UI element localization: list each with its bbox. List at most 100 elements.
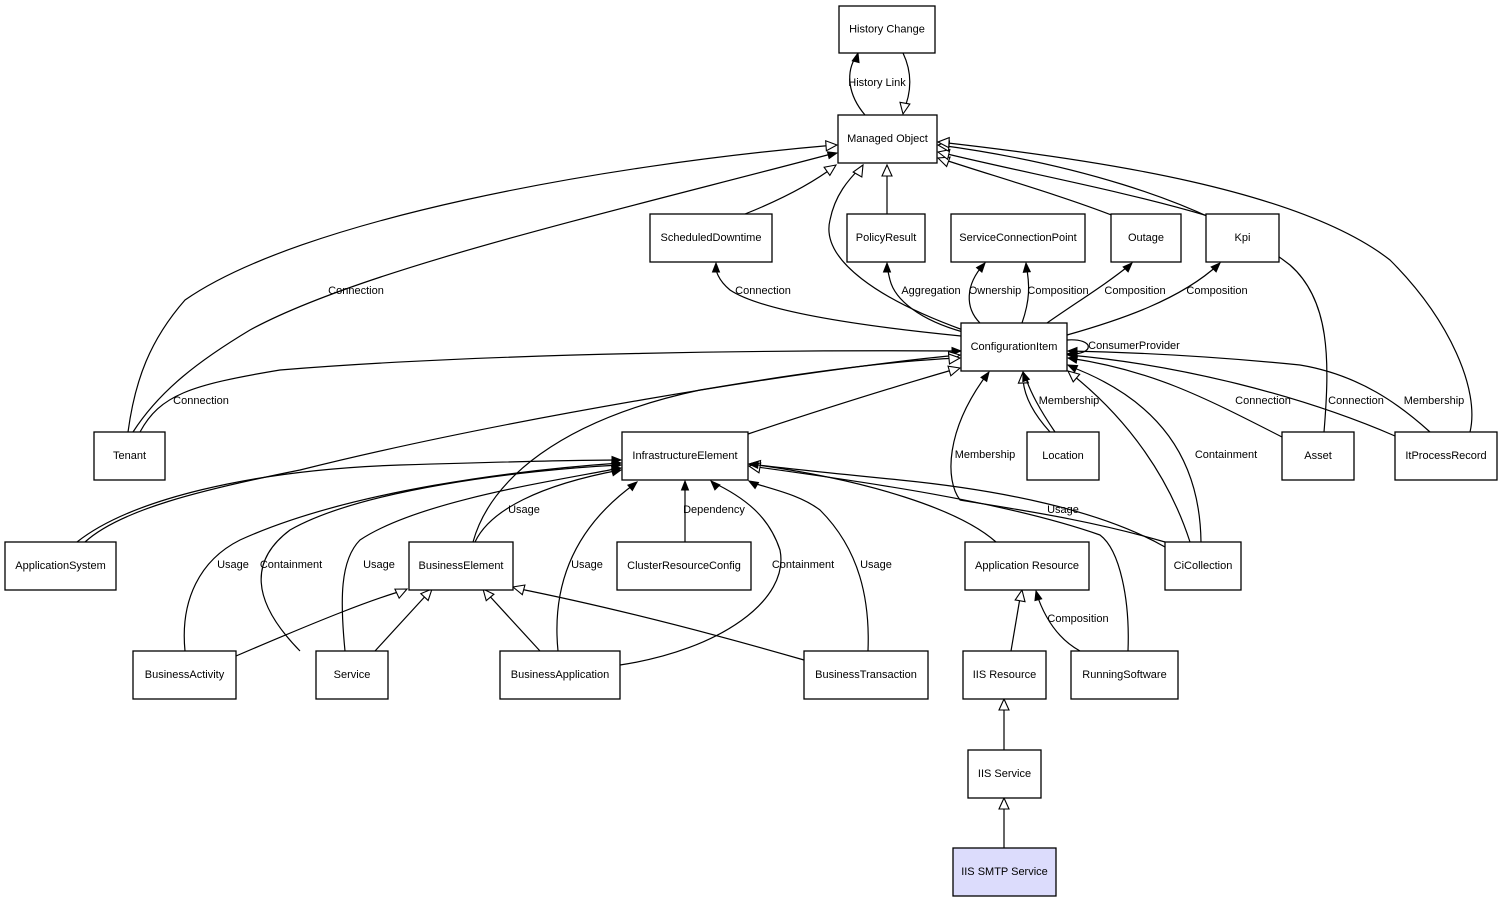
- edge-label: Connection: [1235, 395, 1291, 407]
- class-node-location[interactable]: Location: [1026, 431, 1100, 481]
- edge-association: Connection: [139, 346, 963, 433]
- class-node-infrastructure-element[interactable]: InfrastructureElement: [621, 431, 749, 481]
- class-node-history-change[interactable]: History Change: [838, 5, 936, 54]
- class-node-cluster-resource-config[interactable]: ClusterResourceConfig: [616, 541, 752, 591]
- class-name: Location: [1042, 450, 1084, 462]
- edge-line: [747, 367, 960, 435]
- class-name: IIS Service: [978, 768, 1031, 780]
- class-node-service[interactable]: Service: [315, 650, 389, 700]
- class-box[interactable]: [838, 5, 936, 54]
- class-box[interactable]: [93, 431, 166, 481]
- edge-line: [749, 463, 1166, 548]
- edge-label: Dependency: [683, 504, 745, 516]
- class-name: ItProcessRecord: [1405, 450, 1486, 462]
- class-box[interactable]: [408, 541, 514, 591]
- edge-association: Connection: [1066, 351, 1396, 437]
- class-node-iis-smtp-service[interactable]: IIS SMTP Service: [952, 847, 1057, 897]
- class-node-iis-service[interactable]: IIS Service: [967, 749, 1042, 799]
- class-box[interactable]: [1164, 541, 1242, 591]
- edge-label: Aggregation: [901, 285, 960, 297]
- class-box[interactable]: [499, 650, 621, 700]
- edge-label: Connection: [1328, 395, 1384, 407]
- class-box[interactable]: [1070, 650, 1179, 700]
- class-node-configuration-item[interactable]: ConfigurationItem: [960, 322, 1068, 372]
- inheritance-arrowhead-icon: [947, 365, 962, 377]
- edge-line: [260, 464, 621, 652]
- class-node-business-application[interactable]: BusinessApplication: [499, 650, 621, 700]
- class-box[interactable]: [846, 213, 926, 263]
- edge-label: Containment: [1195, 449, 1257, 461]
- edge-association: Usage: [747, 480, 892, 652]
- edge-label: Ownership: [969, 285, 1022, 297]
- class-node-asset[interactable]: Asset: [1281, 431, 1355, 481]
- edge-association: Usage: [474, 468, 623, 543]
- class-node-scheduled-downtime[interactable]: ScheduledDowntime: [649, 213, 773, 263]
- edge-label: Membership: [1404, 395, 1465, 407]
- class-node-tenant[interactable]: Tenant: [93, 431, 166, 481]
- class-box[interactable]: [616, 541, 752, 591]
- edge-label: Membership: [955, 449, 1016, 461]
- association-arrowhead-icon: [851, 51, 860, 64]
- class-box[interactable]: [962, 650, 1047, 700]
- association-arrowhead-icon: [711, 261, 721, 273]
- class-node-business-element[interactable]: BusinessElement: [408, 541, 514, 591]
- class-box[interactable]: [1281, 431, 1355, 481]
- edge-line: [1066, 263, 1220, 336]
- class-name: BusinessActivity: [145, 669, 225, 681]
- class-node-ci-collection[interactable]: CiCollection: [1164, 541, 1242, 591]
- edge-inheritance: [374, 588, 433, 652]
- edge-label: Membership: [1039, 395, 1100, 407]
- class-box[interactable]: [315, 650, 389, 700]
- edge-line: [1068, 371, 1191, 543]
- edge-label: Composition: [1027, 285, 1088, 297]
- class-node-outage[interactable]: Outage: [1110, 213, 1182, 263]
- class-box[interactable]: [621, 431, 749, 481]
- inheritance-arrowhead-icon: [852, 163, 864, 178]
- class-node-managed-object[interactable]: Managed Object: [837, 114, 938, 164]
- class-box[interactable]: [4, 541, 117, 591]
- class-box[interactable]: [950, 213, 1086, 263]
- edge-line: [484, 590, 541, 652]
- class-box[interactable]: [649, 213, 773, 263]
- class-box[interactable]: [960, 322, 1068, 372]
- class-box[interactable]: [967, 749, 1042, 799]
- edge-association: Composition: [1066, 262, 1248, 336]
- edge-label: Composition: [1104, 285, 1165, 297]
- class-box[interactable]: [1205, 213, 1280, 263]
- class-node-policy-result[interactable]: PolicyResult: [846, 213, 926, 263]
- association-arrowhead-icon: [826, 151, 839, 160]
- class-name: ServiceConnectionPoint: [959, 232, 1076, 244]
- class-box[interactable]: [132, 650, 237, 700]
- class-box[interactable]: [1394, 431, 1498, 481]
- class-box[interactable]: [1110, 213, 1182, 263]
- class-node-it-process-record[interactable]: ItProcessRecord: [1394, 431, 1498, 481]
- edge-association: Membership: [950, 370, 1166, 543]
- class-node-business-transaction[interactable]: BusinessTransaction: [803, 650, 929, 700]
- edge-label: Connection: [735, 285, 791, 297]
- class-node-kpi[interactable]: Kpi: [1205, 213, 1280, 263]
- class-node-iis-resource[interactable]: IIS Resource: [962, 650, 1047, 700]
- class-box[interactable]: [1026, 431, 1100, 481]
- class-node-application-resource[interactable]: Application Resource: [964, 541, 1090, 591]
- inheritance-arrowhead-icon: [823, 164, 838, 177]
- class-node-running-software[interactable]: RunningSoftware: [1070, 650, 1179, 700]
- class-node-application-system[interactable]: ApplicationSystem: [4, 541, 117, 591]
- class-box[interactable]: [964, 541, 1090, 591]
- inheritance-arrowhead-icon: [511, 584, 526, 596]
- class-box[interactable]: [952, 847, 1057, 897]
- association-arrowhead-icon: [710, 480, 721, 491]
- edge-line: [938, 151, 1209, 217]
- edge-line: [1068, 350, 1431, 433]
- edge-association: Usage: [183, 459, 623, 652]
- class-box[interactable]: [803, 650, 929, 700]
- inheritance-arrowhead-icon: [1066, 370, 1081, 383]
- edge-association: Dependency: [680, 479, 745, 542]
- class-name: IIS Resource: [973, 669, 1037, 681]
- class-node-service-connection-point[interactable]: ServiceConnectionPoint: [950, 213, 1086, 263]
- class-box[interactable]: [837, 114, 938, 164]
- class-name: Asset: [1304, 450, 1332, 462]
- class-node-business-activity[interactable]: BusinessActivity: [132, 650, 237, 700]
- edge-label: Connection: [328, 285, 384, 297]
